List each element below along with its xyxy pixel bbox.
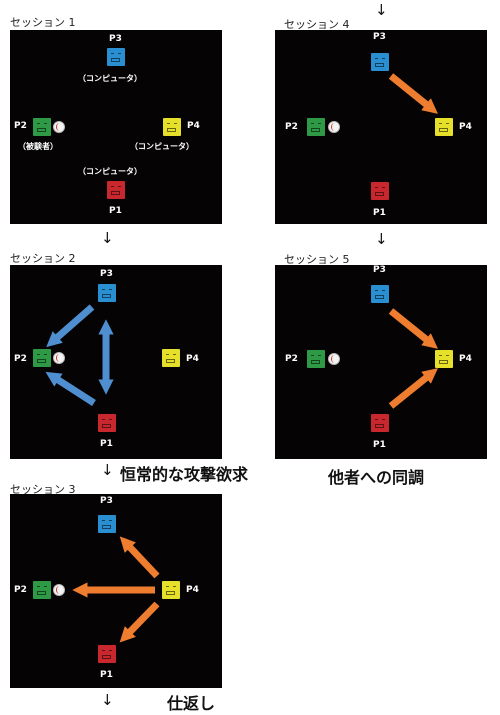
session-4-label: セッション 4 bbox=[284, 18, 350, 31]
p2-label: P2 bbox=[14, 354, 27, 364]
arrow-p3-to-p2 bbox=[46, 304, 95, 348]
session-3-panel: P3 P2 P4 P1 bbox=[10, 494, 222, 688]
down-arrow-1: ↓ bbox=[101, 229, 114, 247]
arrow-p3-to-p4 bbox=[388, 308, 438, 349]
down-arrow-4: ↓ bbox=[375, 230, 388, 248]
ball-icon bbox=[328, 353, 340, 365]
p1-label: P1 bbox=[373, 440, 386, 450]
session-4-panel: P3 P2 P4 P1 bbox=[275, 30, 487, 224]
arrow-p4-to-p1 bbox=[119, 601, 160, 643]
p4-label: P4 bbox=[187, 121, 200, 131]
p4-box-icon bbox=[162, 349, 180, 367]
p3-label: P3 bbox=[109, 34, 122, 44]
p4-box-icon bbox=[162, 581, 180, 599]
down-arrow-3: ↓ bbox=[101, 691, 114, 709]
ball-icon bbox=[53, 352, 65, 364]
session-3-label: セッション 3 bbox=[10, 483, 76, 496]
p3-computer-note: （コンピュータ） bbox=[78, 74, 142, 83]
ball-icon bbox=[328, 121, 340, 133]
p3-box-icon bbox=[371, 53, 389, 71]
p4-computer-note: （コンピュータ） bbox=[130, 142, 194, 151]
p2-box-icon bbox=[307, 118, 325, 136]
p2-box-icon bbox=[307, 350, 325, 368]
p2-label: P2 bbox=[285, 354, 298, 364]
ball-icon bbox=[53, 584, 65, 596]
p2-label: P2 bbox=[14, 585, 27, 595]
p1-box-icon bbox=[98, 414, 116, 432]
arrow-p3-to-p4 bbox=[388, 73, 438, 114]
arrow-p1-to-p4 bbox=[388, 368, 438, 409]
caption-conformity: 他者への同調 bbox=[328, 468, 425, 487]
p2-box-icon bbox=[33, 349, 51, 367]
caption-retaliation: 仕返し bbox=[167, 694, 216, 713]
p1-label: P1 bbox=[373, 208, 386, 218]
session-1-label: セッション 1 bbox=[10, 16, 76, 29]
p3-box-icon bbox=[98, 515, 116, 533]
p3-box-icon bbox=[371, 285, 389, 303]
p4-label: P4 bbox=[186, 354, 199, 364]
p1-label: P1 bbox=[100, 439, 113, 449]
arrow-p4-to-p3 bbox=[119, 536, 160, 579]
down-arrow-2: ↓ bbox=[101, 461, 114, 479]
p3-label: P3 bbox=[373, 265, 386, 275]
p1-label: P1 bbox=[109, 206, 122, 216]
p3-box-icon bbox=[98, 284, 116, 302]
p4-box-icon bbox=[435, 118, 453, 136]
p3-label: P3 bbox=[373, 32, 386, 42]
p1-box-icon bbox=[371, 182, 389, 200]
p4-label: P4 bbox=[186, 585, 199, 595]
caption-constant-aggression: 恒常的な攻撃欲求 bbox=[120, 465, 249, 484]
session-5-arrows bbox=[388, 308, 438, 409]
p4-label: P4 bbox=[459, 122, 472, 132]
p2-label: P2 bbox=[14, 121, 27, 131]
p3-box-icon bbox=[107, 48, 125, 66]
session-2-label: セッション 2 bbox=[10, 252, 76, 265]
p1-computer-note: （コンピュータ） bbox=[78, 167, 142, 176]
p1-box-icon bbox=[371, 414, 389, 432]
session-5-label: セッション 5 bbox=[284, 253, 350, 266]
p2-label: P2 bbox=[285, 122, 298, 132]
ball-icon bbox=[53, 121, 65, 133]
session-3-arrows bbox=[72, 536, 160, 643]
p2-subject-note: （被験者） bbox=[18, 142, 58, 151]
session-2-panel: P3 P2 P4 P1 bbox=[10, 265, 222, 459]
p4-box-icon bbox=[163, 118, 181, 136]
p1-label: P1 bbox=[100, 670, 113, 680]
p4-box-icon bbox=[435, 350, 453, 368]
p4-label: P4 bbox=[459, 354, 472, 364]
session-5-panel: P3 P2 P4 P1 bbox=[275, 265, 487, 459]
p1-box-icon bbox=[107, 181, 125, 199]
p1-box-icon bbox=[98, 645, 116, 663]
arrow-p1-to-p2 bbox=[45, 371, 96, 406]
p3-label: P3 bbox=[100, 496, 113, 506]
down-arrow-top: ↓ bbox=[375, 1, 388, 19]
p3-label: P3 bbox=[100, 269, 113, 279]
p2-box-icon bbox=[33, 581, 51, 599]
session-1-panel: P3 （コンピュータ） P2 （被験者） P4 （コンピュータ） （コンピュータ… bbox=[10, 30, 222, 224]
session-4-arrows bbox=[388, 73, 438, 114]
p2-box-icon bbox=[33, 118, 51, 136]
session-2-arrows bbox=[45, 304, 114, 406]
